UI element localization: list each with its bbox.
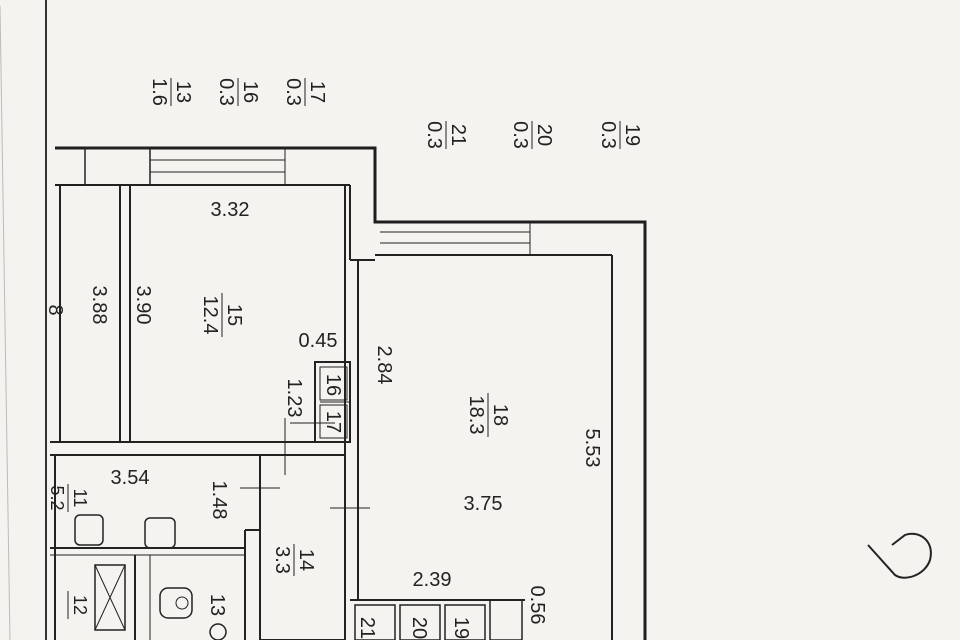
top-label-20-num: 20 (533, 124, 555, 146)
room-18-number: 18 (489, 404, 511, 426)
room-18-label: 18 18.3 (465, 393, 511, 437)
dim-0-56: 0.56 (526, 586, 548, 625)
window-left (84, 147, 151, 186)
top-label-21-val: 0.3 (423, 121, 445, 149)
top-label-19: 19 0.3 (597, 121, 643, 149)
top-label-21-num: 21 (447, 124, 469, 146)
outer-wall (55, 146, 647, 640)
top-label-21: 21 0.3 (423, 121, 469, 149)
top-label-20-val: 0.3 (509, 121, 531, 149)
closet-16-outline (319, 366, 348, 401)
room-14-label: 14 3.3 (271, 544, 317, 576)
dim-1-48: 1.48 (208, 481, 230, 520)
dim-2-84: 2.84 (373, 346, 395, 385)
closet-17-label: 17 (322, 411, 344, 433)
top-label-13-val: 1.6 (148, 78, 170, 106)
room-11-area: 5.2 (47, 485, 67, 510)
room-14-outline (259, 454, 346, 640)
vent-shaft-cross (94, 564, 126, 631)
top-label-13-num: 13 (172, 81, 194, 103)
room-12-number: 12 (70, 595, 90, 615)
room-15-number: 15 (223, 304, 245, 326)
closet-19-label: 19 (450, 617, 472, 639)
top-label-17-val: 0.3 (282, 78, 304, 106)
top-label-19-num: 19 (621, 124, 643, 146)
top-label-16: 16 0.3 (215, 78, 261, 106)
north-arrow-icon (867, 532, 932, 579)
top-label-13: 13 1.6 (148, 78, 194, 106)
vent-shaft-icon (94, 564, 126, 631)
room-11-number: 11 (70, 489, 90, 508)
dim-3-88: 3.88 (88, 286, 110, 325)
circle-icon (209, 623, 227, 640)
top-label-17-num: 17 (306, 81, 328, 103)
closet-19-outline (444, 604, 486, 640)
binding-line (0, 5, 11, 640)
dim-1-23: 1.23 (283, 379, 305, 418)
top-label-20: 20 0.3 (509, 121, 555, 149)
dim-3-32: 3.32 (211, 199, 250, 221)
top-label-19-val: 0.3 (597, 121, 619, 149)
room-13-label: 13 (206, 594, 228, 616)
closet-21-label: 21 (356, 617, 378, 639)
dim-0-45: 0.45 (299, 330, 338, 352)
room-12-label: 12 (67, 591, 90, 619)
closet-20-label: 20 (408, 617, 430, 639)
dim-8: 8 (44, 304, 66, 315)
closet-21-outline (354, 604, 396, 640)
top-label-16-num: 16 (239, 81, 261, 103)
room-11-label: 11 5.2 (47, 484, 90, 512)
room-15-area: 12.4 (199, 296, 221, 335)
room-15-label: 15 12.4 (199, 293, 245, 337)
closet-16-label: 16 (322, 374, 344, 396)
top-label-17: 17 0.3 (282, 78, 328, 106)
room-14-area: 3.3 (271, 546, 293, 574)
closet-outline (489, 599, 523, 640)
dim-2-39: 2.39 (413, 569, 452, 591)
toilet-bowl-icon (175, 596, 189, 610)
dim-3-90: 3.90 (132, 286, 154, 325)
closet-20-outline (399, 604, 441, 640)
sink-icon (74, 514, 104, 546)
sink-icon (144, 517, 176, 549)
closet-17-outline (319, 404, 348, 439)
toilet-icon (159, 587, 193, 619)
top-label-16-val: 0.3 (215, 78, 237, 106)
dim-3-75: 3.75 (464, 493, 503, 515)
room-14-number: 14 (295, 549, 317, 571)
room-18-area: 18.3 (465, 396, 487, 435)
dim-3-54: 3.54 (111, 467, 150, 489)
dim-5-53: 5.53 (581, 429, 603, 468)
